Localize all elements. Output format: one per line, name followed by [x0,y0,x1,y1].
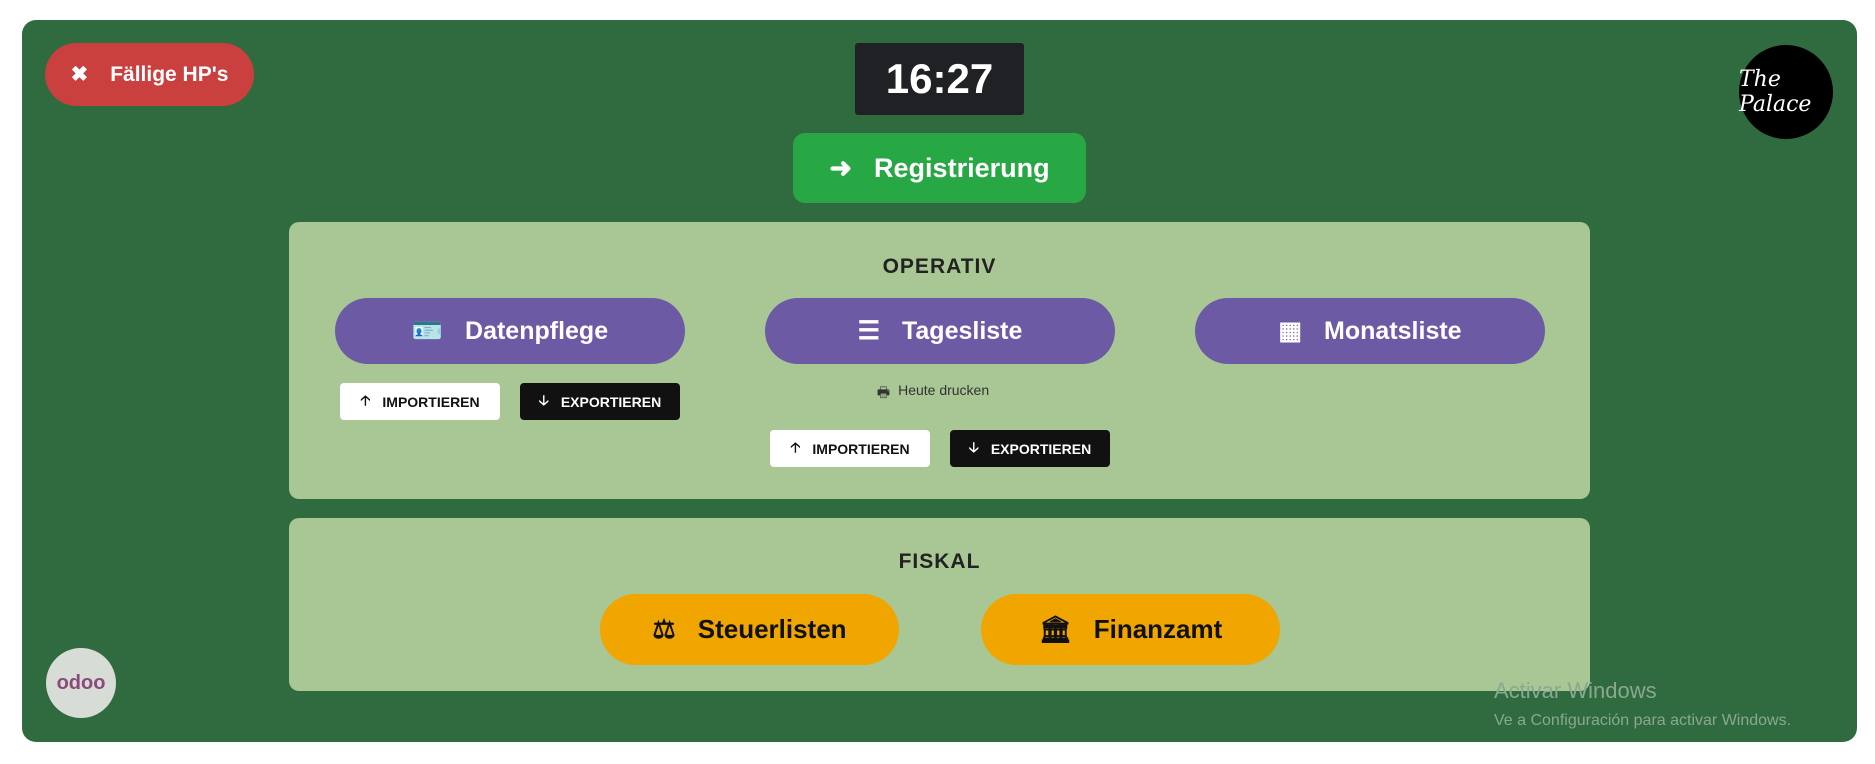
tagesliste-export-button[interactable]: 🡣EXPORTIEREN [950,430,1110,467]
windows-activation-text: Ve a Configuración para activar Windows. [1494,712,1792,729]
clock: 16:27 [855,43,1024,115]
operativ-panel: OPERATIV 🪪Datenpflege ☰Tagesliste ▦Monat… [289,222,1590,499]
arrow-down-icon: 🡣 [968,438,979,455]
calendar-icon: ▦ [1278,317,1303,345]
monatsliste-button[interactable]: ▦Monatsliste [1195,298,1545,364]
tagesliste-button[interactable]: ☰Tagesliste [765,298,1115,364]
scale-icon: ⚖ [652,614,676,644]
steuerlisten-button[interactable]: ⚖Steuerlisten [600,594,899,665]
arrow-up-icon: 🡡 [790,438,801,455]
print-today-link[interactable]: 🖶Heute drucken [750,382,1116,406]
finanzamt-button[interactable]: 🏛Finanzamt [981,594,1280,665]
datenpflege-import-button[interactable]: 🡡IMPORTIEREN [340,383,500,420]
id-card-icon: 🪪 [411,316,444,345]
sign-in-icon: ➜ [829,152,853,183]
list-icon: ☰ [857,317,880,345]
tagesliste-import-button[interactable]: 🡡IMPORTIEREN [770,430,930,467]
arrow-up-icon: 🡡 [360,391,371,408]
palace-logo: The Palace [1739,45,1833,139]
bank-icon: 🏛 [1038,614,1072,644]
print-icon: 🖶 [876,384,891,400]
register-button[interactable]: ➜ Registrierung [793,133,1086,203]
close-icon: ✖ [70,63,89,86]
operativ-title: OPERATIV [882,255,997,278]
fiskal-title: FISKAL [898,550,981,573]
datenpflege-button[interactable]: 🪪Datenpflege [335,298,685,364]
due-hp-button[interactable]: ✖ Fällige HP's [45,43,254,106]
datenpflege-export-button[interactable]: 🡣EXPORTIEREN [520,383,680,420]
fiskal-panel: FISKAL ⚖Steuerlisten 🏛Finanzamt [289,518,1590,691]
arrow-down-icon: 🡣 [538,391,549,408]
odoo-powered-badge[interactable]: odoo [46,648,116,718]
windows-activation-title: Activar Windows [1494,678,1657,703]
